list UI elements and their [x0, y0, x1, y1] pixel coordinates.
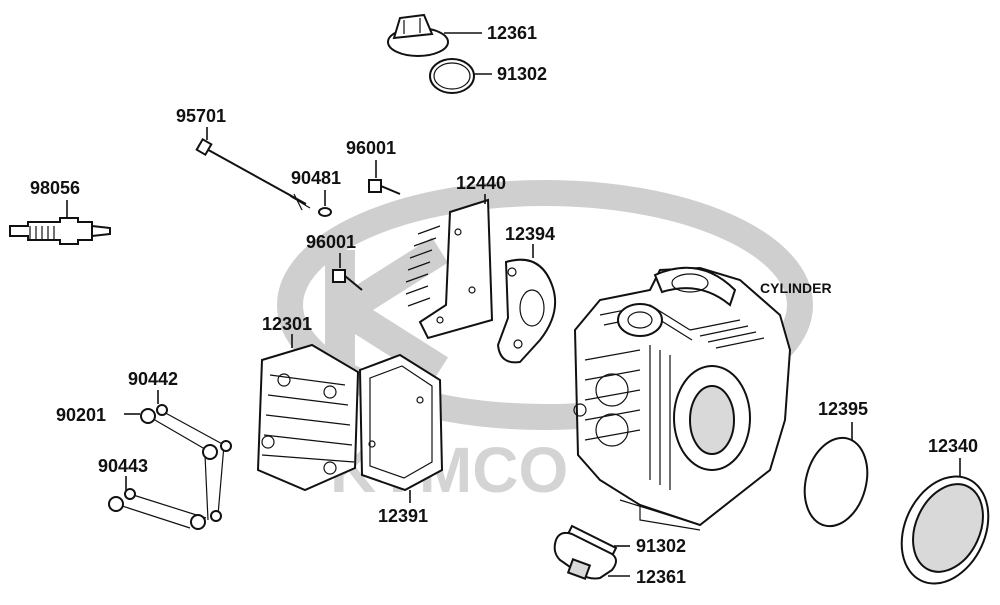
side-cover — [900, 458, 990, 585]
label-12394: 12394 — [505, 224, 555, 244]
nuts-and-washers — [108, 390, 232, 530]
label-98056: 98056 — [30, 178, 80, 198]
small-bolt-top — [368, 160, 401, 195]
chain-tensioner-guide — [405, 194, 494, 340]
head-gasket — [358, 353, 444, 503]
label-90481: 90481 — [291, 168, 341, 188]
label-cylinder: CYLINDER — [760, 280, 832, 296]
label-12440: 12440 — [456, 173, 506, 193]
bottom-cap-assembly — [553, 524, 630, 580]
label-12340: 12340 — [928, 436, 978, 456]
spark-plug — [9, 200, 111, 245]
o-ring-large — [803, 422, 869, 528]
label-12361-bottom: 12361 — [636, 567, 686, 587]
washer — [318, 190, 332, 217]
label-90442: 90442 — [128, 369, 178, 389]
label-12301: 12301 — [262, 314, 312, 334]
label-12391: 12391 — [378, 506, 428, 526]
top-cap-assembly — [387, 13, 492, 94]
label-90443: 90443 — [98, 456, 148, 476]
label-90201: 90201 — [56, 405, 106, 425]
label-91302-top: 91302 — [497, 64, 547, 84]
part-number-labels: 12361 91302 95701 96001 90481 98056 1244… — [30, 23, 978, 587]
small-bolt-mid — [332, 253, 363, 291]
stud-bolt — [195, 127, 311, 211]
intake-gasket — [496, 244, 556, 364]
label-96001-top: 96001 — [346, 138, 396, 158]
label-95701: 95701 — [176, 106, 226, 126]
label-12395: 12395 — [818, 399, 868, 419]
cylinder-head-assembly — [573, 266, 792, 531]
label-12361-top: 12361 — [487, 23, 537, 43]
head-cover — [256, 334, 360, 492]
label-91302-bottom: 91302 — [636, 536, 686, 556]
label-96001-mid: 96001 — [306, 232, 356, 252]
